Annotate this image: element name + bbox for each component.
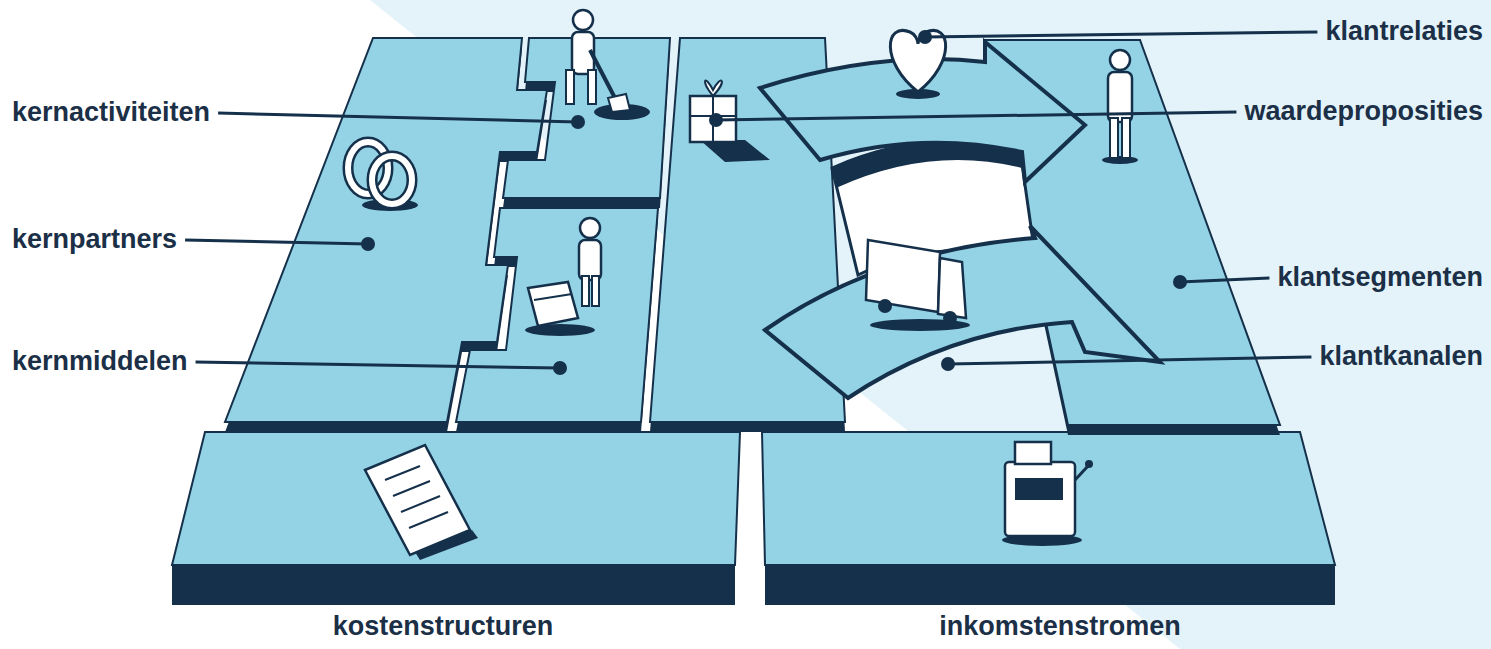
revenue-panel (762, 432, 1335, 565)
customer-figure (1110, 50, 1130, 70)
section-label: kostenstructuren (333, 611, 554, 642)
rings-icon (372, 156, 412, 204)
worker-figure (588, 70, 596, 104)
worker-figure (580, 218, 600, 238)
paper-icon (365, 445, 470, 555)
register-icon (1005, 462, 1075, 536)
worker-figure (592, 276, 599, 306)
callout-label: klantkanalen (1319, 341, 1483, 372)
heart-icon (890, 30, 945, 92)
callout-label: kernpartners (12, 224, 177, 255)
leader-line (196, 362, 560, 368)
leader-line (218, 113, 578, 122)
callout-label: kernactiviteiten (12, 97, 210, 128)
shovel-icon (608, 94, 630, 112)
leader-dot (941, 357, 955, 371)
machine-icon (528, 282, 578, 326)
shovel-icon (590, 50, 616, 100)
register-icon (1085, 460, 1093, 468)
callout-label: kernmiddelen (12, 346, 188, 377)
leader-dot (709, 113, 723, 127)
callout-label: klantrelaties (1325, 16, 1483, 47)
worker-figure (566, 70, 574, 104)
paper-icon (385, 466, 420, 480)
worker-figure (573, 10, 593, 30)
paper-icon (401, 496, 440, 512)
section-label: inkomstenstromen (939, 611, 1181, 642)
leader-dot (918, 30, 932, 44)
gift-icon (705, 81, 722, 96)
register-icon (1075, 466, 1088, 480)
register-icon (1015, 478, 1063, 500)
leader-line (1180, 278, 1269, 282)
cost-panel (172, 432, 740, 565)
truck-icon (943, 311, 957, 325)
worker-figure (579, 240, 601, 280)
leader-dot (1173, 275, 1187, 289)
leader-line (185, 240, 368, 244)
customer-figure (1110, 118, 1118, 158)
worker-figure (582, 276, 589, 306)
customer-figure (1122, 118, 1130, 158)
truck-icon (866, 240, 940, 312)
paper-icon (393, 481, 430, 496)
register-icon (1015, 442, 1051, 464)
leader-dot (361, 237, 375, 251)
icon-shadow (525, 324, 595, 336)
leader-dot (553, 361, 567, 375)
channels-arrow (765, 226, 1160, 398)
resources-panel (456, 208, 658, 422)
callout-label: klantsegmenten (1277, 262, 1483, 293)
icon-shadow (1102, 156, 1138, 164)
machine-icon (534, 294, 572, 300)
callout-label: waardeproposities (1244, 96, 1483, 127)
panel-edge (765, 565, 1335, 605)
leader-line (948, 357, 1311, 364)
truck-icon (938, 258, 966, 318)
panel-edge (172, 565, 735, 605)
paper-icon (409, 512, 448, 528)
icon-shadow (700, 140, 770, 162)
truck-icon (878, 299, 892, 313)
leader-line (716, 112, 1236, 120)
leader-dot (571, 115, 585, 129)
leader-line (925, 32, 1317, 37)
rings-icon (372, 156, 412, 204)
